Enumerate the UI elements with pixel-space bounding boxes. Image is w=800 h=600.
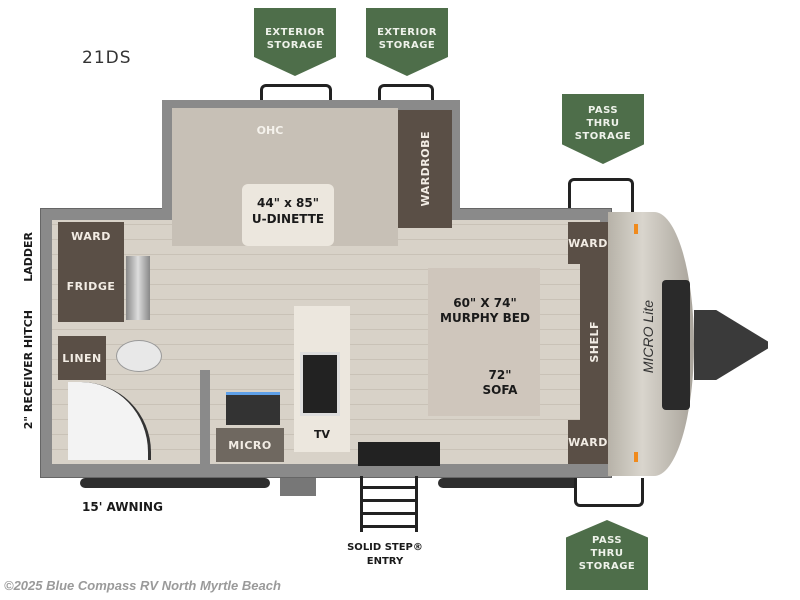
marker-light-bottom bbox=[634, 452, 638, 462]
ward-front-top: WARD bbox=[568, 222, 608, 264]
dinette-table bbox=[242, 184, 334, 246]
micro-cabinet: MICRO bbox=[216, 428, 284, 462]
entry-label-line1: SOLID STEP® bbox=[347, 542, 423, 553]
tv-label: TV bbox=[313, 428, 331, 441]
sofa-size-label: 72" bbox=[488, 368, 512, 382]
fridge-door bbox=[126, 256, 150, 320]
badge-line: THRU bbox=[586, 118, 620, 129]
wardrobe-cabinet: WARDROBE bbox=[398, 110, 452, 228]
ward-left-cabinet: WARD bbox=[58, 222, 124, 250]
pass-thru-storage-badge-bottom: PASS THRU STORAGE bbox=[566, 520, 648, 590]
front-window bbox=[662, 280, 690, 410]
murphy-bed bbox=[428, 268, 540, 416]
bed-label: MURPHY BED bbox=[440, 311, 530, 325]
storage-door-handle bbox=[260, 84, 332, 103]
sink bbox=[300, 352, 340, 416]
badge-line: STORAGE bbox=[378, 40, 436, 51]
brand-logo: MICRO Lite bbox=[640, 300, 656, 374]
hitch-label: 2" RECEIVER HITCH bbox=[22, 310, 35, 430]
badge-line: STORAGE bbox=[578, 561, 636, 572]
ward-front-bottom: WARD bbox=[568, 420, 608, 464]
copyright-watermark: ©2025 Blue Compass RV North Myrtle Beach bbox=[4, 578, 281, 593]
entry-label-line2: ENTRY bbox=[366, 556, 404, 567]
dinette-label: U-DINETTE bbox=[251, 212, 325, 226]
storage-door-handle bbox=[378, 84, 434, 103]
badge-line: EXTERIOR bbox=[377, 27, 437, 38]
fridge-cabinet: FRIDGE bbox=[58, 250, 124, 322]
stove bbox=[226, 392, 280, 425]
exterior-storage-badge-1: EXTERIOR STORAGE bbox=[254, 8, 336, 76]
pass-thru-storage-badge-top: PASS THRU STORAGE bbox=[562, 94, 644, 164]
badge-line: THRU bbox=[590, 548, 624, 559]
pass-thru-door-handle bbox=[574, 478, 644, 507]
model-number: 21DS bbox=[82, 48, 132, 68]
dinette-size-label: 44" x 85" bbox=[257, 196, 319, 210]
entry-steps bbox=[360, 476, 418, 532]
badge-line: STORAGE bbox=[266, 40, 324, 51]
badge-line: PASS bbox=[591, 535, 623, 546]
ohc-label: OHC bbox=[256, 124, 284, 137]
linen-cabinet: LINEN bbox=[58, 336, 106, 380]
bathroom-wall bbox=[200, 370, 210, 464]
utility-box bbox=[280, 478, 316, 496]
ladder-label: LADDER bbox=[22, 232, 35, 282]
hitch-tongue bbox=[694, 310, 768, 380]
marker-light-top bbox=[634, 224, 638, 234]
bed-size-label: 60" X 74" bbox=[453, 296, 517, 310]
badge-line: STORAGE bbox=[574, 131, 632, 142]
toilet bbox=[116, 340, 162, 372]
wardrobe-label: WARDROBE bbox=[418, 131, 432, 207]
awning bbox=[80, 478, 270, 488]
badge-line: PASS bbox=[587, 105, 619, 116]
sofa-label: SOFA bbox=[482, 383, 518, 397]
shelf-label: SHELF bbox=[587, 321, 601, 363]
awning-label: 15' AWNING bbox=[82, 500, 163, 514]
shelf-cabinet: SHELF bbox=[580, 264, 608, 420]
exterior-storage-badge-2: EXTERIOR STORAGE bbox=[366, 8, 448, 76]
badge-line: EXTERIOR bbox=[265, 27, 325, 38]
entry-step-counter bbox=[358, 442, 440, 466]
awning-front bbox=[438, 478, 588, 488]
